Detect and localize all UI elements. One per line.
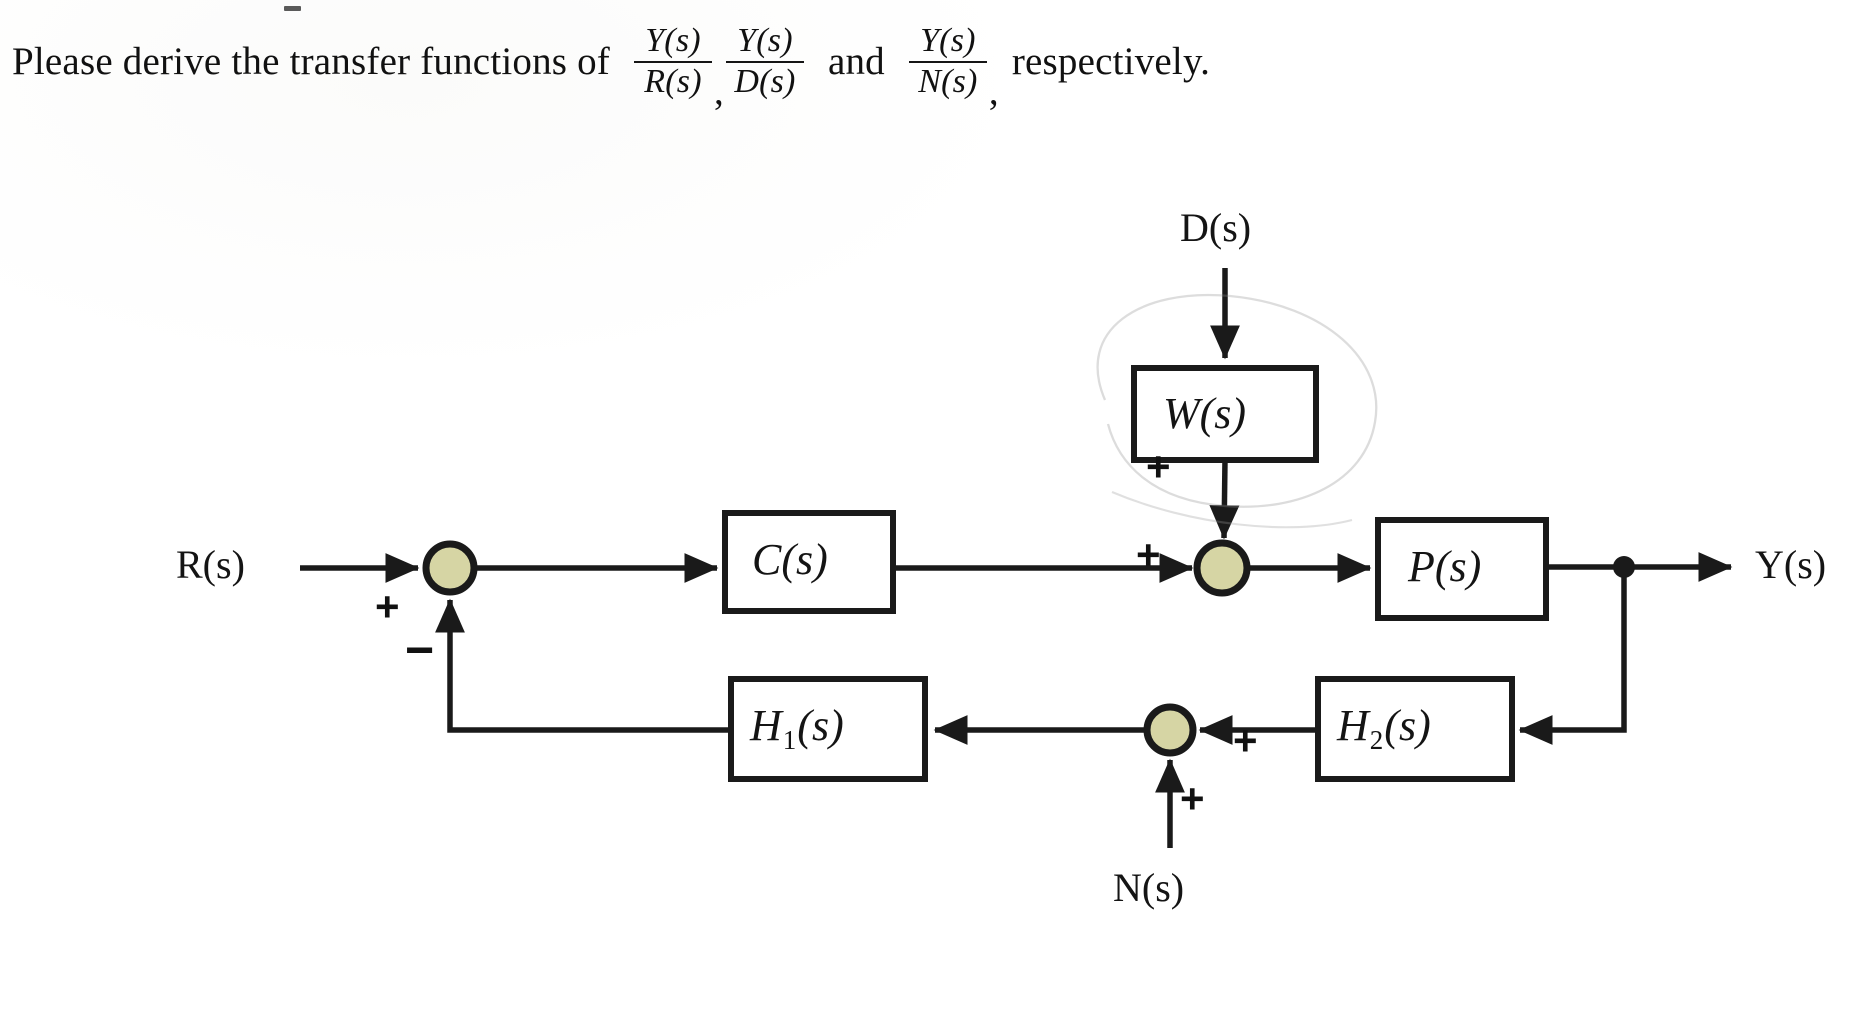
block-plant [1375,517,1549,621]
fraction-numerator: Y(s) [737,22,793,60]
label-disturbance-input: D(s) [1180,205,1252,250]
label-base: H [750,701,782,750]
label-block-feedback-1: H1(s) [750,704,844,754]
label-block-plant: P(s) [1408,542,1482,591]
fraction-denominator: N(s) [918,63,978,101]
fraction-denominator: D(s) [734,63,796,101]
prompt-lead-text: Please derive the transfer functions of [12,39,610,83]
fraction-bar [634,60,712,64]
sign-noise-junction-plus-bottom: + [1180,775,1205,822]
summing-junction-plant-input [1193,539,1251,597]
sign-plant-junction-plus-left: + [1136,531,1161,578]
fraction-numerator: Y(s) [920,22,976,60]
fraction-y-over-d: Y(s) D(s) [725,22,804,101]
fraction-y-over-n: Y(s) N(s) [908,22,987,101]
label-arg: (s) [797,701,844,750]
fraction-bar [725,60,804,64]
prompt-separator-2: , [988,70,999,113]
block-disturbance-filter [1131,365,1319,463]
label-noise-input: N(s) [1113,865,1185,910]
fraction-numerator: Y(s) [645,22,701,60]
prompt-conjunction: and [827,39,885,83]
pencil-annotation-loop [1096,293,1378,529]
block-controller [722,510,896,614]
fraction-y-over-r: Y(s) R(s) [634,22,712,101]
scan-smudge [284,6,301,11]
wire-output-takeoff-to-feedback2 [1518,567,1627,746]
label-arg: (s) [1384,701,1431,750]
sign-noise-junction-plus-right: + [1233,717,1258,764]
sign-error-junction-plus: + [375,583,400,630]
fraction-bar [908,60,987,64]
label-block-feedback-2: H2(s) [1337,704,1431,754]
wire-filter-to-plant-junction [1209,459,1240,540]
label-base: H [1337,701,1369,750]
sign-plant-junction-plus-top: + [1146,443,1171,490]
exercise-prompt: Please derive the transfer functions of … [12,6,1572,116]
label-reference-input: R(s) [176,542,245,587]
prompt-tail-text: respectively. [1011,39,1211,83]
summing-junction-noise [1143,703,1197,757]
label-block-disturbance-filter: W(s) [1163,389,1247,438]
takeoff-point-output [1613,556,1635,578]
prompt-separator-1: , [714,70,724,113]
label-subscript: 2 [1369,724,1384,755]
sign-error-junction-minus: − [405,622,435,678]
wire-feedback1-to-error-junction [434,598,731,733]
fraction-denominator: R(s) [644,63,702,101]
label-subscript: 1 [782,724,797,755]
label-output: Y(s) [1755,542,1827,587]
summing-junction-error [422,540,478,596]
block-feedback-1 [728,676,928,782]
block-feedback-2 [1315,676,1515,782]
label-block-controller: C(s) [752,535,828,584]
